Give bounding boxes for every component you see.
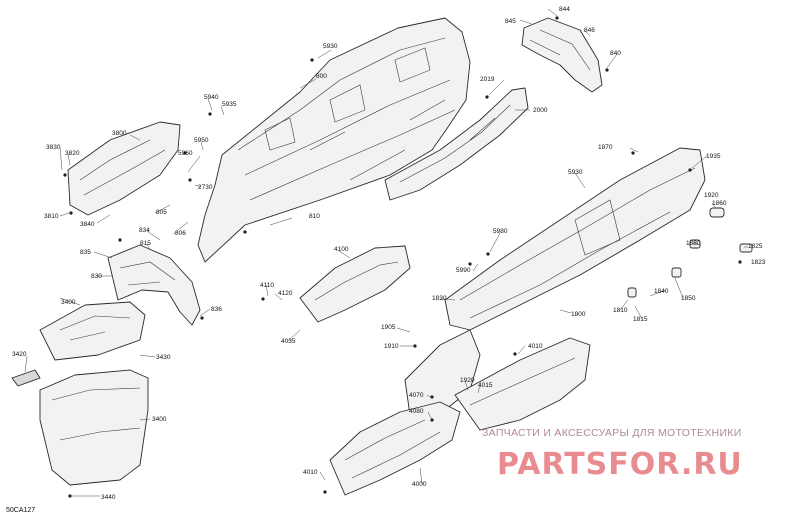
callout-1870: 1870	[598, 144, 613, 151]
callout-3420: 3420	[12, 351, 27, 358]
callout-3400-b: 3400	[152, 416, 167, 423]
callout-3440: 3440	[101, 494, 116, 501]
bracket-846	[521, 17, 603, 93]
panel-4000	[329, 401, 461, 496]
bracket-830	[107, 244, 201, 326]
callout-3830: 3830	[46, 144, 61, 151]
callout-5960: 5960	[178, 150, 193, 157]
callout-1800: 1800	[571, 311, 586, 318]
leader-lines	[24, 8, 748, 497]
callout-4070: 4070	[409, 392, 424, 399]
callout-810: 810	[309, 213, 320, 220]
callout-2019: 2019	[480, 76, 495, 83]
callout-5940: 5940	[204, 94, 219, 101]
callout-815: 815	[140, 240, 151, 247]
callout-5950: 5950	[194, 137, 209, 144]
callout-1920-a: 1920	[704, 192, 719, 199]
callout-4035: 4035	[281, 338, 296, 345]
panel-800	[197, 17, 471, 263]
callout-5930-b: 5930	[568, 169, 583, 176]
callout-2000: 2000	[533, 107, 548, 114]
box-3400	[11, 301, 149, 486]
watermark: ЗАПЧАСТИ И АКСЕССУАРЫ ДЛЯ МОТОТЕХНИКИ PA…	[482, 427, 743, 482]
arm-2000	[384, 87, 529, 201]
callout-840: 840	[610, 50, 621, 57]
callout-4080: 4080	[409, 408, 424, 415]
callout-800: 800	[316, 73, 327, 80]
callout-3800: 3800	[112, 130, 127, 137]
callout-4010-a: 4010	[528, 343, 543, 350]
callout-4000: 4000	[412, 481, 427, 488]
callout-1810: 1810	[613, 307, 628, 314]
callout-845: 845	[505, 18, 516, 25]
callout-835: 835	[80, 249, 91, 256]
clips-1860	[627, 207, 753, 298]
callout-4010-b: 4010	[303, 469, 318, 476]
callout-4110: 4110	[260, 282, 274, 289]
callout-1815: 1815	[633, 316, 648, 323]
callout-4015: 4015	[478, 382, 493, 389]
callout-1830: 1830	[432, 295, 447, 302]
callout-1825: 1825	[748, 243, 763, 250]
callout-5980: 5980	[493, 228, 508, 235]
bracket-4100	[299, 245, 411, 323]
callout-1905: 1905	[381, 324, 396, 331]
callout-4120: 4120	[278, 290, 293, 297]
watermark-tagline: ЗАПЧАСТИ И АКСЕССУАРЫ ДЛЯ МОТОТЕХНИКИ	[482, 427, 742, 439]
callout-846: 846	[584, 27, 595, 34]
callout-1860: 1860	[712, 200, 727, 207]
callout-805: 805	[156, 209, 167, 216]
callout-5930-a: 5930	[323, 43, 338, 50]
support-4010	[404, 329, 591, 431]
callout-3810: 3810	[44, 213, 59, 220]
callout-1840: 1840	[654, 288, 669, 295]
callout-836: 836	[211, 306, 222, 313]
callout-844: 844	[559, 6, 570, 13]
diagram-code: 50CA127	[6, 507, 35, 514]
callout-1823: 1823	[751, 259, 766, 266]
callout-834: 834	[139, 227, 150, 234]
callout-1920-b: 1920	[460, 377, 475, 384]
callout-1850: 1850	[681, 295, 696, 302]
panel-1800	[444, 147, 706, 331]
callout-5935: 5935	[222, 101, 237, 108]
callout-3430: 3430	[156, 354, 171, 361]
callout-3820: 3820	[65, 150, 80, 157]
panel-3800	[67, 121, 181, 216]
callout-3400-a: 3400	[61, 299, 76, 306]
callout-5990: 5990	[456, 267, 471, 274]
callout-830: 830	[91, 273, 102, 280]
callout-1935: 1935	[706, 153, 721, 160]
callout-4100: 4100	[334, 246, 349, 253]
callout-1910: 1910	[384, 343, 399, 350]
watermark-logo: PARTSFOR.RU	[497, 447, 743, 482]
callout-labels: 845 844 846 840 5930 800 2019 2000 3800 …	[12, 6, 766, 501]
callout-3840: 3840	[80, 221, 95, 228]
callout-2730: 2730	[198, 184, 213, 191]
callout-1880: 1880	[686, 240, 701, 247]
callout-806: 806	[175, 230, 186, 237]
